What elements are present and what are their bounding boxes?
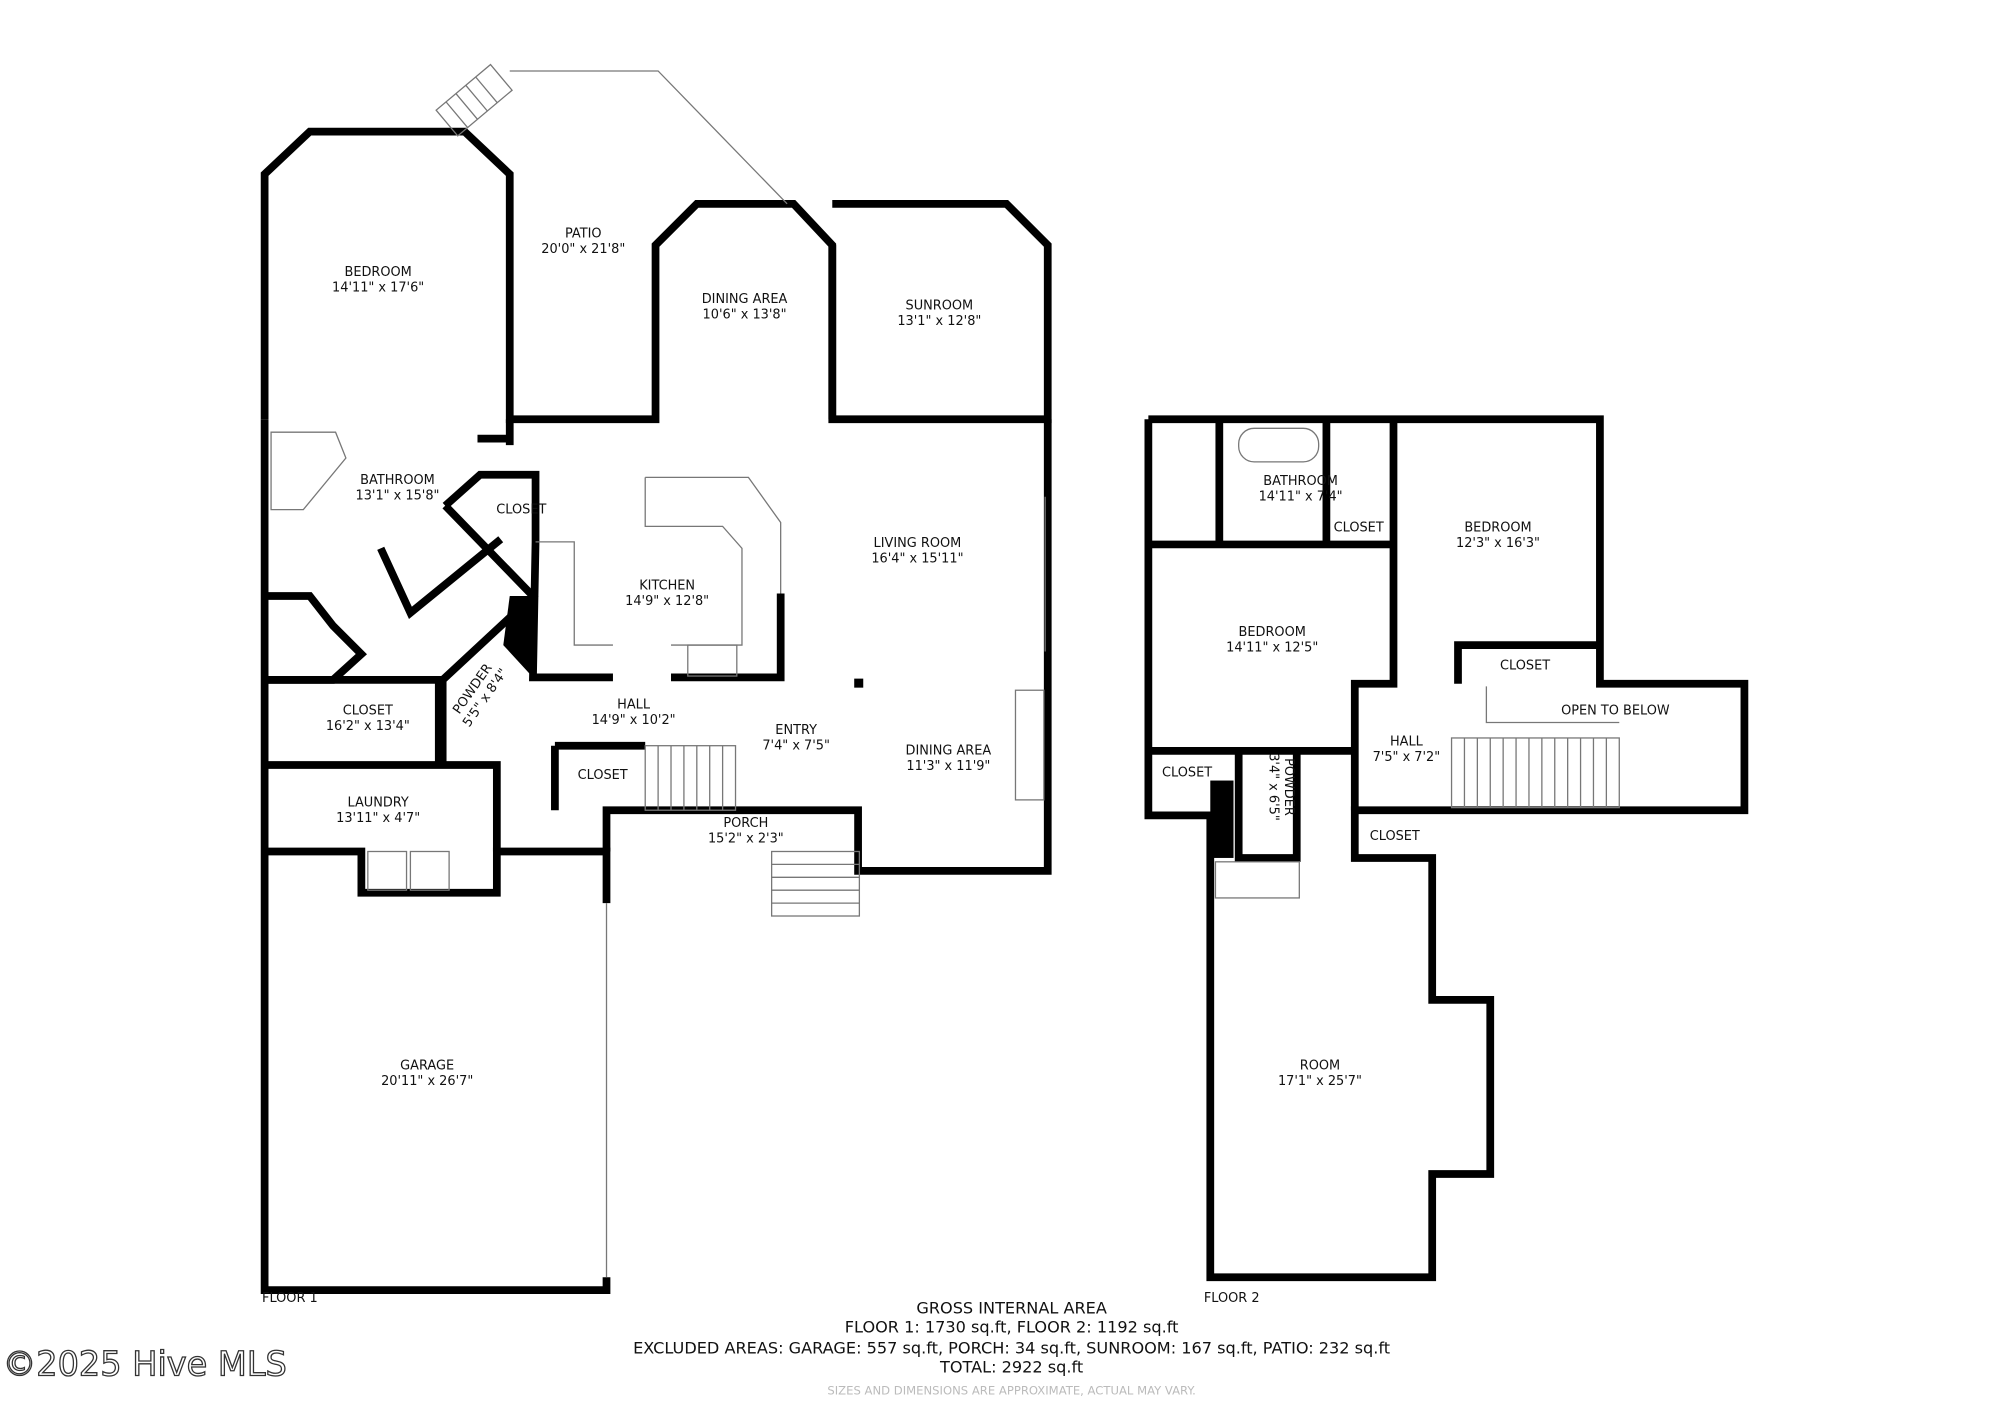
room-name: CLOSET bbox=[578, 768, 628, 783]
floor1-fixtures bbox=[270, 63, 1046, 1278]
room-size: 12'3" x 16'3" bbox=[1456, 536, 1540, 551]
room-name: LAUNDRY bbox=[347, 795, 408, 810]
room-name: CLOSET bbox=[1370, 829, 1420, 844]
watermark: ©2025 Hive MLS bbox=[3, 1344, 287, 1383]
room-size: 13'11" x 4'7" bbox=[336, 811, 420, 826]
room-size: 14'9" x 12'8" bbox=[625, 594, 709, 609]
room-size: 16'2" x 13'4" bbox=[326, 719, 410, 734]
room-name: HALL bbox=[617, 697, 651, 712]
room-name: HALL bbox=[1390, 735, 1424, 750]
room-size: 15'2" x 2'3" bbox=[708, 831, 784, 846]
room-name: ROOM bbox=[1300, 1059, 1340, 1074]
floor2-label: FLOOR 2 bbox=[1204, 1291, 1260, 1306]
room-name: CLOSET bbox=[343, 704, 393, 719]
room-name: LIVING ROOM bbox=[874, 536, 962, 551]
room-size: 7'4" x 7'5" bbox=[762, 739, 830, 754]
room-name: POWDER bbox=[1281, 758, 1296, 816]
room-name: DINING AREA bbox=[702, 292, 788, 307]
summary-total: TOTAL: 2922 sq.ft bbox=[939, 1358, 1083, 1377]
disclaimer: SIZES AND DIMENSIONS ARE APPROXIMATE, AC… bbox=[827, 1384, 1195, 1398]
room-size: 3'4" x 6'5" bbox=[1266, 753, 1281, 821]
room-size: 14'9" x 10'2" bbox=[592, 713, 676, 728]
floor2-walls bbox=[1144, 415, 1749, 1282]
room-size: 13'1" x 15'8" bbox=[356, 488, 440, 503]
room-size: 14'11" x 17'6" bbox=[332, 281, 424, 296]
room-name: OPEN TO BELOW bbox=[1561, 704, 1670, 719]
summary-floors: FLOOR 1: 1730 sq.ft, FLOOR 2: 1192 sq.ft bbox=[845, 1318, 1179, 1337]
room-name: BEDROOM bbox=[1464, 521, 1531, 536]
summary-excluded: EXCLUDED AREAS: GARAGE: 557 sq.ft, PORCH… bbox=[633, 1338, 1390, 1357]
room-size: 14'11" x 12'5" bbox=[1226, 641, 1318, 656]
room-name: KITCHEN bbox=[639, 579, 695, 594]
room-name: CLOSET bbox=[496, 502, 546, 517]
room-name: PORCH bbox=[723, 816, 768, 831]
room-name: ENTRY bbox=[775, 723, 817, 738]
room-name: CLOSET bbox=[1500, 659, 1550, 674]
floor1-walls bbox=[260, 127, 1052, 1295]
room-size: 7'5" x 7'2" bbox=[1373, 750, 1441, 765]
room-size: 20'0" x 21'8" bbox=[541, 242, 625, 257]
room-name: GARAGE bbox=[400, 1059, 454, 1074]
room-name: BATHROOM bbox=[360, 473, 435, 488]
room-size: 11'3" x 11'9" bbox=[906, 759, 990, 774]
room-size: 17'1" x 25'7" bbox=[1278, 1074, 1362, 1089]
room-name: BEDROOM bbox=[1239, 625, 1306, 640]
room-name: BATHROOM bbox=[1263, 474, 1338, 489]
room-name: SUNROOM bbox=[906, 299, 974, 314]
floor2-labels: BATHROOM 14'11" x 7'4" CLOSET BEDROOM 12… bbox=[1162, 474, 1670, 1306]
floor1-labels: BEDROOM 14'11" x 17'6" PATIO 20'0" x 21'… bbox=[262, 226, 991, 1305]
room-size: 14'11" x 7'4" bbox=[1259, 490, 1343, 505]
room-size: 10'6" x 13'8" bbox=[703, 308, 787, 323]
room-name: PATIO bbox=[565, 226, 602, 241]
summary-title: GROSS INTERNAL AREA bbox=[916, 1298, 1107, 1317]
room-name: BEDROOM bbox=[345, 265, 412, 280]
floor2-fixtures bbox=[1214, 427, 1620, 899]
room-name: CLOSET bbox=[1334, 521, 1384, 536]
room-name: DINING AREA bbox=[906, 744, 992, 759]
floor1-label: FLOOR 1 bbox=[262, 1291, 318, 1306]
room-size: 13'1" x 12'8" bbox=[897, 314, 981, 329]
area-summary: GROSS INTERNAL AREA FLOOR 1: 1730 sq.ft,… bbox=[633, 1298, 1390, 1397]
room-size: 16'4" x 15'11" bbox=[871, 552, 963, 567]
room-size: 20'11" x 26'7" bbox=[381, 1074, 473, 1089]
room-name: CLOSET bbox=[1162, 766, 1212, 781]
